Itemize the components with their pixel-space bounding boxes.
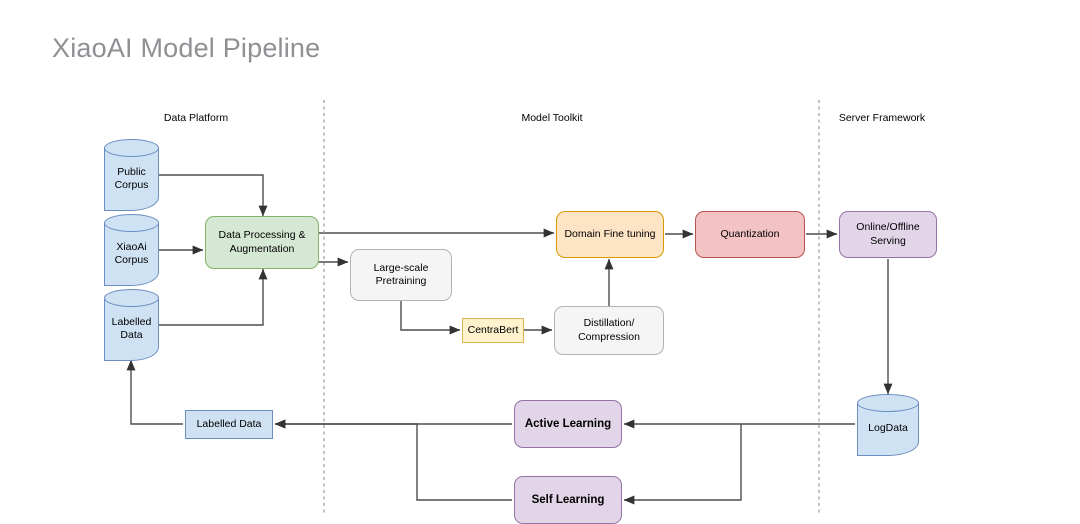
lane-label-server-framework: Server Framework <box>838 112 926 124</box>
edge-logdata-to-self-learning <box>623 424 742 505</box>
cylinder-body <box>104 223 159 286</box>
cylinder-body <box>104 298 159 361</box>
node-distillation[interactable]: Distillation/ Compression <box>554 306 664 355</box>
node-label: LogData <box>868 422 908 435</box>
node-labelled-data-db[interactable]: Labelled Data <box>104 289 159 361</box>
node-self-learning[interactable]: Self Learning <box>514 476 622 524</box>
node-public-corpus[interactable]: Public Corpus <box>104 139 159 211</box>
node-serving[interactable]: Online/Offline Serving <box>839 211 937 258</box>
node-xiaoai-corpus[interactable]: XiaoAi Corpus <box>104 214 159 286</box>
node-labelled-data-box[interactable]: Labelled Data <box>185 410 273 439</box>
node-quantization[interactable]: Quantization <box>695 211 805 258</box>
cylinder-top <box>104 289 159 307</box>
page-title: XiaoAI Model Pipeline <box>52 33 321 63</box>
node-pretraining[interactable]: Large-scale Pretraining <box>350 249 452 301</box>
edge-public-corpus-to-data-processing <box>159 174 268 217</box>
lane-label-data-platform: Data Platform <box>163 112 229 124</box>
cylinder-body <box>857 403 919 456</box>
edge-labelled-data-to-data-processing <box>159 268 268 326</box>
node-label: Public Corpus <box>114 165 149 191</box>
node-active-learning[interactable]: Active Learning <box>514 400 622 448</box>
edge-pretraining-to-centrabert <box>400 300 461 335</box>
edge-labelled-data-box-to-db <box>126 359 183 425</box>
node-data-processing[interactable]: Data Processing & Augmentation <box>205 216 319 269</box>
cylinder-top <box>104 139 159 157</box>
cylinder-body <box>104 148 159 211</box>
cylinder-top <box>104 214 159 232</box>
node-centrabert[interactable]: CentraBert <box>462 318 524 343</box>
node-label: Labelled Data <box>111 315 152 341</box>
node-logdata[interactable]: LogData <box>857 394 919 456</box>
node-domain-finetune[interactable]: Domain Fine tuning <box>556 211 664 258</box>
cylinder-top <box>857 394 919 412</box>
node-label: XiaoAi Corpus <box>114 240 149 266</box>
edge-self-learning-to-labelled-data <box>274 419 512 501</box>
lane-label-model-toolkit: Model Toolkit <box>521 112 583 124</box>
